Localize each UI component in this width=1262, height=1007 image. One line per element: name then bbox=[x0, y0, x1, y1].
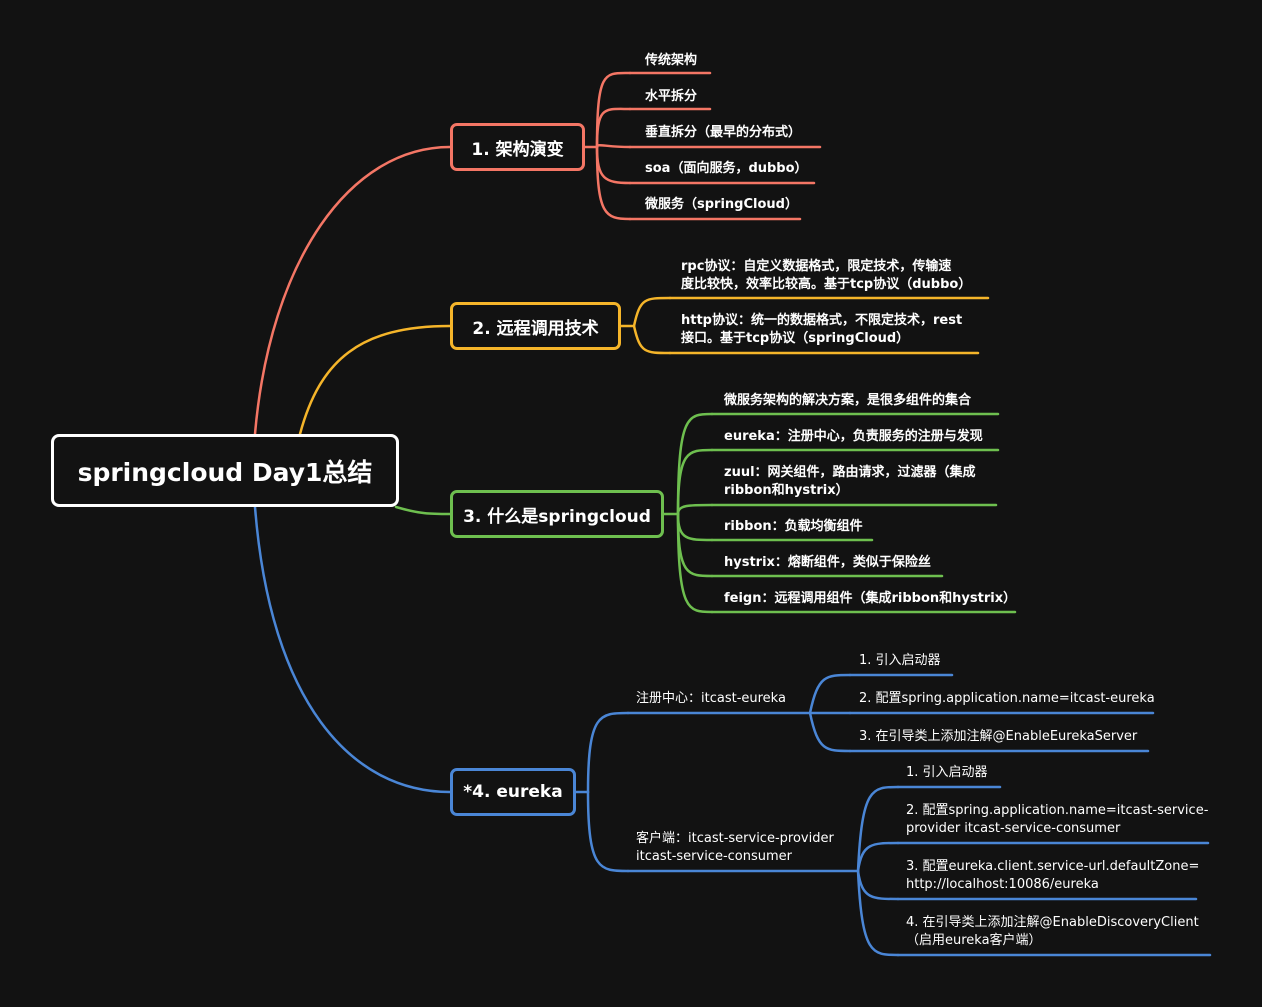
branch-label: *4. eureka bbox=[463, 782, 563, 802]
branch-what-is-springcloud[interactable]: 3. 什么是springcloud bbox=[450, 490, 664, 538]
leaf-client-step-2[interactable]: 2. 配置spring.application.name=itcast-serv… bbox=[906, 802, 1208, 838]
leaf-client-step-1[interactable]: 1. 引入启动器 bbox=[906, 765, 988, 780]
client-edge bbox=[856, 869, 900, 957]
branch-3-edge bbox=[676, 448, 714, 516]
root-edge-1 bbox=[253, 145, 452, 436]
leaf-eureka[interactable]: eureka：注册中心，负责服务的注册与发现 bbox=[724, 429, 983, 444]
branch-label: 3. 什么是springcloud bbox=[463, 506, 651, 527]
branch-eureka[interactable]: *4. eureka bbox=[450, 768, 576, 816]
sub-branch-registry-center[interactable]: 注册中心：itcast-eureka bbox=[636, 691, 786, 706]
branch-3-edge bbox=[676, 503, 714, 516]
leaf-client-step-3[interactable]: 3. 配置eureka.client.service-url.defaultZo… bbox=[906, 858, 1199, 894]
leaf-feign[interactable]: feign：远程调用组件（集成ribbon和hystrix） bbox=[724, 591, 1017, 606]
branch-3-edge bbox=[676, 512, 714, 614]
client-edge bbox=[856, 869, 900, 901]
leaf-line: 2. 配置spring.application.name=itcast-serv… bbox=[906, 803, 1209, 818]
leaf-line: （启用eureka客户端） bbox=[906, 933, 1042, 948]
leaf-line: 3. 配置eureka.client.service-url.defaultZo… bbox=[906, 859, 1200, 874]
branch-2-edge bbox=[632, 296, 672, 328]
leaf-zuul[interactable]: zuul：网关组件，路由请求，过滤器（集成 ribbon和hystrix） bbox=[724, 464, 976, 500]
sub-branch-client[interactable]: 客户端：itcast-service-provider itcast-servi… bbox=[636, 830, 834, 866]
leaf-vertical-split[interactable]: 垂直拆分（最早的分布式） bbox=[645, 125, 802, 140]
leaf-line: itcast-service-consumer bbox=[636, 849, 792, 864]
leaf-line: ribbon和hystrix） bbox=[724, 483, 849, 498]
leaf-http-protocol[interactable]: http协议：统一的数据格式，不限定技术，rest 接口。基于tcp协议（spr… bbox=[681, 312, 962, 348]
leaf-microservices[interactable]: 微服务（springCloud） bbox=[645, 197, 798, 212]
leaf-traditional-architecture[interactable]: 传统架构 bbox=[645, 53, 698, 68]
leaf-line: 4. 在引导类上添加注解@EnableDiscoveryClient bbox=[906, 915, 1199, 930]
server-edge bbox=[808, 673, 852, 715]
root-edge-2 bbox=[298, 324, 452, 436]
leaf-line: http协议：统一的数据格式，不限定技术，rest bbox=[681, 313, 963, 328]
leaf-server-step-3[interactable]: 3. 在引导类上添加注解@EnableEurekaServer bbox=[859, 729, 1138, 744]
leaf-line: zuul：网关组件，路由请求，过滤器（集成 bbox=[724, 465, 976, 480]
leaf-horizontal-split[interactable]: 水平拆分 bbox=[645, 89, 698, 104]
leaf-line: http://localhost:10086/eureka bbox=[906, 877, 1099, 892]
branch-2-edge bbox=[632, 324, 672, 355]
leaf-client-step-4[interactable]: 4. 在引导类上添加注解@EnableDiscoveryClient （启用eu… bbox=[906, 914, 1199, 950]
leaf-ribbon[interactable]: ribbon：负载均衡组件 bbox=[724, 519, 863, 534]
root-edge-4 bbox=[253, 505, 452, 794]
leaf-soa[interactable]: soa（面向服务，dubbo） bbox=[645, 161, 808, 176]
leaf-line: provider itcast-service-consumer bbox=[906, 821, 1121, 836]
leaf-rpc-protocol[interactable]: rpc协议：自定义数据格式，限定技术，传输速 度比较快，效率比较高。基于tcp协… bbox=[681, 258, 971, 294]
branch-3-edge bbox=[676, 512, 714, 578]
leaf-line: 度比较快，效率比较高。基于tcp协议（dubbo） bbox=[681, 277, 972, 292]
leaf-line: 客户端：itcast-service-provider bbox=[636, 831, 834, 846]
client-edge bbox=[856, 841, 900, 873]
root-edge-3 bbox=[394, 505, 452, 516]
client-edge bbox=[856, 785, 900, 873]
leaf-server-step-2[interactable]: 2. 配置spring.application.name=itcast-eure… bbox=[859, 691, 1155, 706]
branch-1-edge bbox=[595, 143, 632, 149]
branch-1-edge bbox=[595, 107, 632, 149]
branch-4-edge-client bbox=[586, 790, 630, 873]
leaf-line: rpc协议：自定义数据格式，限定技术，传输速 bbox=[681, 259, 952, 274]
branch-4-edge-server bbox=[586, 711, 630, 794]
root-topic-label: springcloud Day1总结 bbox=[77, 457, 373, 487]
root-topic[interactable]: springcloud Day1总结 bbox=[51, 434, 399, 507]
leaf-solution[interactable]: 微服务架构的解决方案，是很多组件的集合 bbox=[724, 393, 972, 408]
leaf-line: 接口。基于tcp协议（springCloud） bbox=[681, 331, 910, 346]
branch-label: 2. 远程调用技术 bbox=[472, 318, 599, 339]
branch-1-edge bbox=[595, 145, 632, 221]
branch-3-edge bbox=[676, 512, 714, 542]
server-edge bbox=[808, 711, 852, 753]
branch-label: 1. 架构演变 bbox=[471, 139, 564, 160]
leaf-hystrix[interactable]: hystrix：熔断组件，类似于保险丝 bbox=[724, 555, 931, 570]
branch-1-edge bbox=[595, 145, 632, 185]
branch-architecture-evolution[interactable]: 1. 架构演变 bbox=[450, 123, 585, 171]
branch-remote-call-tech[interactable]: 2. 远程调用技术 bbox=[450, 302, 621, 350]
leaf-server-step-1[interactable]: 1. 引入启动器 bbox=[859, 653, 941, 668]
